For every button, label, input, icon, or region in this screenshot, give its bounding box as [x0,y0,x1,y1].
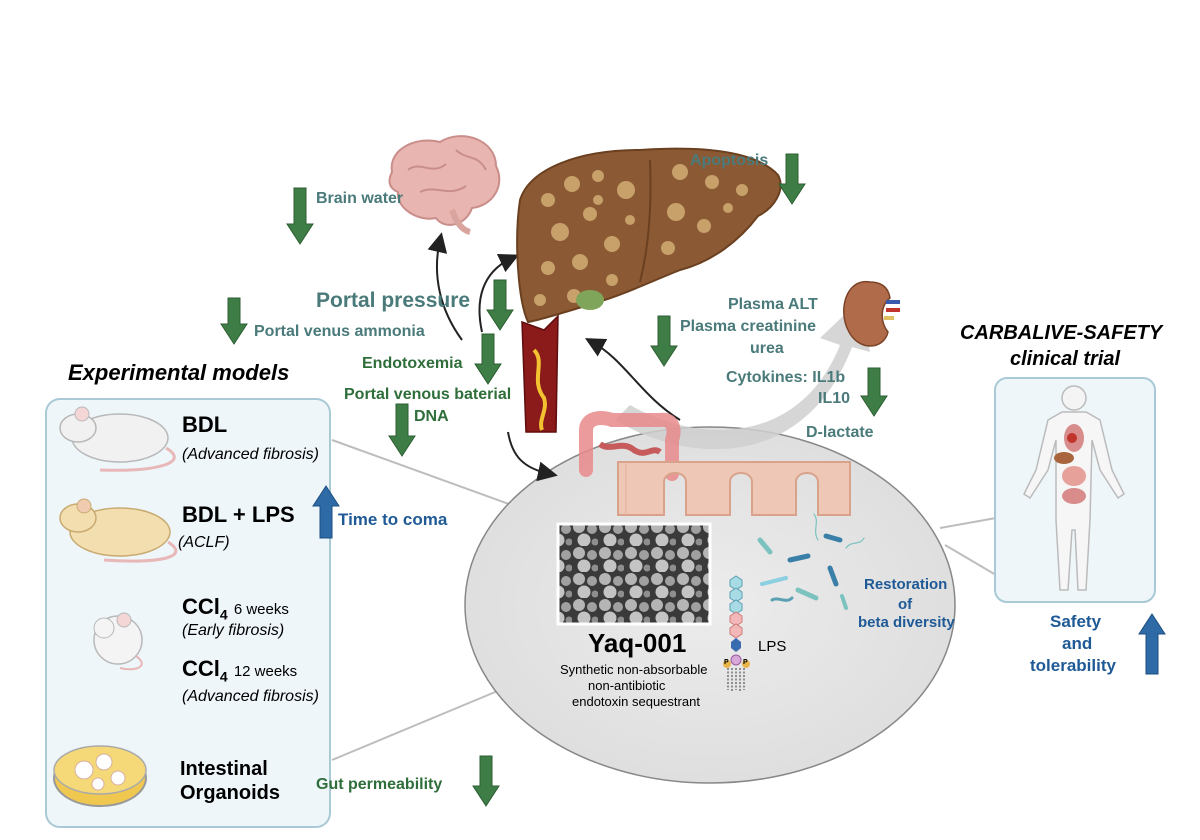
arrow-down-bacterial-dna [388,403,416,457]
model-organoids-line2: Organoids [180,782,281,804]
label-time-to-coma: Time to coma [338,510,448,529]
lps-molecule [723,575,750,692]
model-ccl4-6w-duration: 6 weeks [233,601,289,618]
model-bdl-lps-name: BDL + LPS [182,502,295,527]
label-d-lactate: D-lactate [806,424,874,441]
model-ccl4-12w-sub: 4 [219,668,228,685]
label-il10: IL10 [818,390,851,407]
product-desc-line2: non-antibiotic [588,678,666,693]
liver-illustration [516,147,782,324]
model-organoids-line1: Intestinal [180,758,268,780]
yaq001-sem-image [556,522,712,626]
rat-white-bdl [59,406,176,472]
model-bdl-note: (Advanced fibrosis) [182,446,319,463]
trial-outcome-line3: tolerability [1030,656,1116,675]
label-brain-water: Brain water [316,190,404,207]
trial-title-line2: clinical trial [1010,348,1121,370]
label-restoration-line2: of [898,596,913,613]
arrow-down-brain-water [286,187,314,245]
arrow-down-portal-pressure [486,279,514,331]
trial-title-line1: CARBALIVE-SAFETY [960,322,1163,344]
label-restoration-line1: Restoration [864,576,948,593]
model-ccl4-6w: CCl4 6 weeks [182,594,289,622]
label-endotoxemia: Endotoxemia [362,355,463,372]
model-bdl-name: BDL [182,412,228,437]
lps-label: LPS [758,638,787,655]
product-name: Yaq-001 [588,628,687,658]
lps-phosphate-right: P [743,659,748,666]
product-desc-line1: Synthetic non-absorbable [560,662,708,677]
curve-arrow-kidney-to-vein [584,338,681,421]
brain-illustration [388,135,501,235]
label-plasma-creatinine: Plasma creatinine [680,318,817,335]
label-portal-pressure: Portal pressure [316,289,471,312]
rat-yellow-bdl-lps [59,498,178,563]
product-desc-line3: endotoxin sequestrant [572,694,700,709]
arrow-down-endotoxemia [474,333,502,385]
petri-dish-organoids [53,745,147,807]
model-ccl4-6w-name: CCl [182,594,220,619]
mouse-ccl4 [93,612,143,671]
label-plasma-alt: Plasma ALT [728,296,818,313]
curve-arrow-to-gut [507,431,558,482]
arrow-down-plasma-alt [650,315,678,367]
model-ccl4-12w: CCl4 12 weeks [182,656,297,684]
arrow-up-time-to-coma [312,485,340,539]
label-portal-ammonia: Portal venus ammonia [254,323,425,340]
experimental-models-title: Experimental models [68,360,290,385]
kidney-illustration [843,281,900,347]
experimental-models-panel [45,398,331,828]
model-ccl4-12w-duration: 12 weeks [233,663,298,680]
arrow-down-portal-ammonia [220,297,248,345]
trial-outcome-line2: and [1062,634,1093,653]
arrow-down-apoptosis [778,153,806,205]
arrow-down-gut-permeability [472,755,500,807]
connector-line-trial-top [939,517,997,529]
bacteria-illustration [757,513,865,610]
colon-illustration [579,411,681,481]
trial-outcome-line1: Safety [1050,612,1102,631]
model-ccl4-6w-sub: 4 [219,606,228,623]
label-apoptosis: Apoptosis [690,152,769,169]
arrow-down-cytokines [860,367,888,417]
model-ccl4-12w-note: (Advanced fibrosis) [182,688,319,705]
model-bdl-lps-note: (ACLF) [178,534,230,551]
lps-phosphate-left: P [724,659,729,666]
gray-curved-arrow [615,300,870,450]
label-bacterial-dna-line1: Portal venous baterial [344,386,512,403]
portal-vein-illustration [521,314,559,433]
label-urea: urea [750,340,784,357]
connector-line-trial-bottom [944,544,997,576]
curve-arrow-to-liver [478,254,520,333]
human-body-illustration [1023,385,1125,591]
label-bacterial-dna-line2: DNA [414,408,449,425]
curve-arrow-to-brain [427,232,463,341]
arrow-up-safety [1138,613,1166,675]
intestinal-villi [617,461,851,516]
label-gut-permeability: Gut permeability [316,776,443,793]
model-ccl4-12w-name: CCl [182,656,220,681]
label-restoration-line3: beta diversity [858,614,955,631]
connector-line-organoids [331,689,501,761]
model-ccl4-6w-note: (Early fibrosis) [182,622,285,639]
label-cytokines: Cytokines: IL1b [726,369,846,386]
connector-line-bdl [331,439,521,509]
